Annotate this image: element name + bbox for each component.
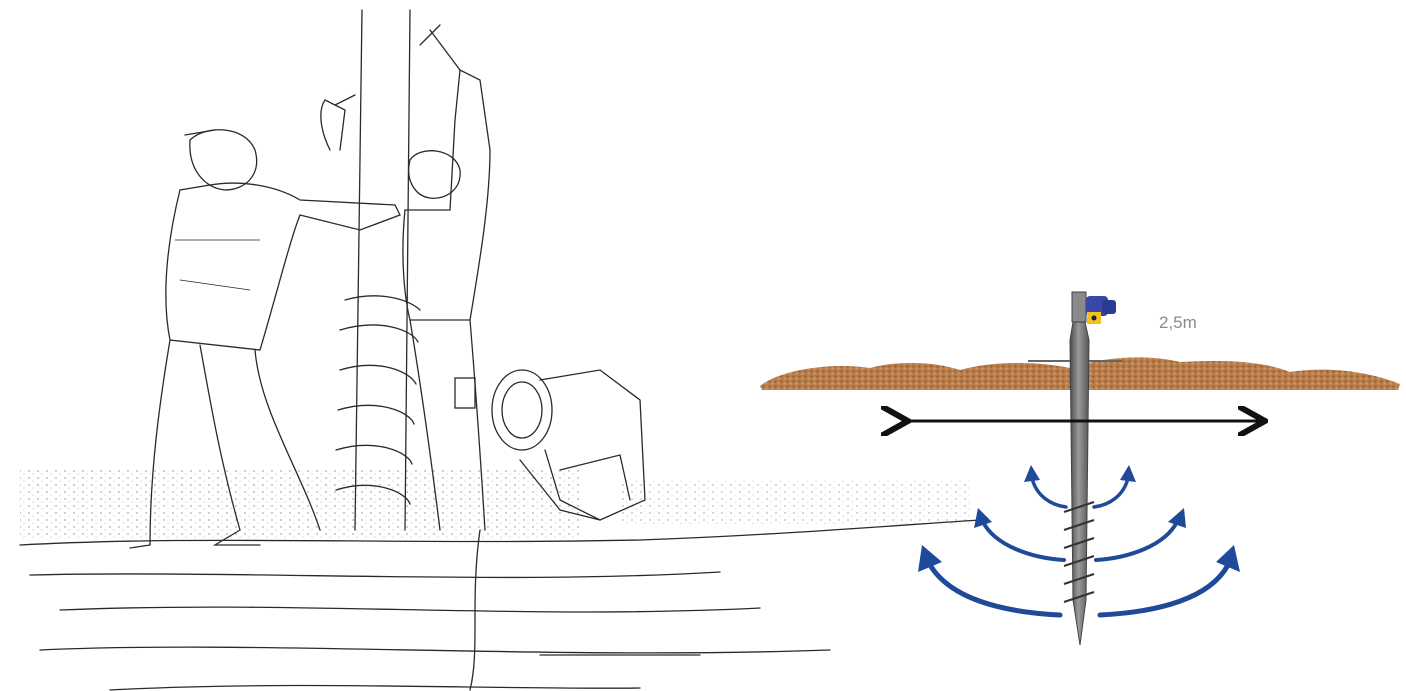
pile-diagram (760, 292, 1400, 645)
arrow-outer-left (930, 565, 1060, 615)
sketch-ground (20, 470, 980, 690)
sketch-workers-installing-pile (20, 10, 980, 690)
sketch-pile (336, 10, 420, 530)
arrow-inner-right (1094, 478, 1128, 507)
screw-pile (1064, 292, 1094, 645)
arrow-middle-right (1096, 522, 1177, 560)
arrow-inner-left (1032, 478, 1066, 507)
depth-dimension-label: 2,5m (1159, 313, 1197, 333)
arrow-middle-left (983, 522, 1064, 560)
drive-head (1086, 296, 1116, 324)
arrow-outer-right (1100, 565, 1228, 615)
